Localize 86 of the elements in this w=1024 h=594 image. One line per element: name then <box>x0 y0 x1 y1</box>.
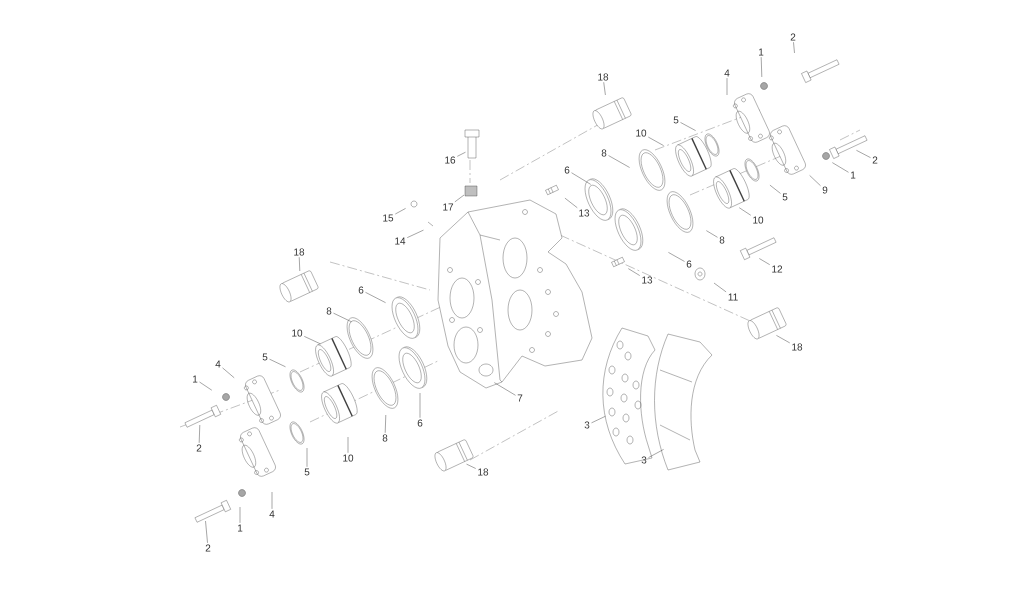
leader-line <box>419 392 421 418</box>
leader-line <box>856 150 871 158</box>
leader-line <box>407 229 424 238</box>
leader-line <box>494 382 516 396</box>
callout-number: 8 <box>326 307 332 315</box>
callout-number: 13 <box>642 276 653 284</box>
callout-number: 7 <box>517 394 523 402</box>
leader-line <box>832 162 849 173</box>
callout-number: 5 <box>262 353 268 361</box>
leader-line <box>466 463 476 469</box>
callout-number: 5 <box>304 468 310 476</box>
callout-number: 13 <box>579 209 590 217</box>
callout-number: 5 <box>673 116 679 124</box>
leader-line <box>304 336 321 345</box>
callout-number: 8 <box>719 236 725 244</box>
leader-line <box>809 175 821 186</box>
leader-line <box>793 41 795 54</box>
callout-number: 17 <box>443 203 454 211</box>
callout-number: 10 <box>292 329 303 337</box>
callout-number: 2 <box>872 156 878 164</box>
callout-number: 15 <box>383 214 394 222</box>
callout-number: 2 <box>196 444 202 452</box>
leader-line <box>347 436 349 453</box>
leader-line <box>384 414 387 433</box>
callout-number: 6 <box>564 166 570 174</box>
callout-number: 18 <box>598 73 609 81</box>
callout-number: 3 <box>584 421 590 429</box>
callout-number: 12 <box>772 265 783 273</box>
leader-line <box>239 506 241 524</box>
callout-number: 1 <box>759 48 764 56</box>
leader-line <box>306 447 308 468</box>
leader-line <box>205 520 208 544</box>
leader-line <box>269 358 286 368</box>
leader-line <box>759 258 770 265</box>
callout-number: 11 <box>728 293 738 301</box>
callout-number: 5 <box>782 193 788 201</box>
callout-number: 4 <box>269 510 275 518</box>
callout-number: 10 <box>753 216 764 224</box>
leader-line <box>776 335 790 344</box>
callout-number: 6 <box>417 419 423 427</box>
callout-number: 16 <box>445 156 456 164</box>
callout-number: 6 <box>358 286 364 294</box>
callout-number: 10 <box>343 454 354 462</box>
leader-line <box>648 136 664 146</box>
callout-number: 4 <box>215 360 221 368</box>
leader-line <box>628 268 640 276</box>
callout-number: 2 <box>205 544 211 552</box>
callout-number: 18 <box>294 248 305 256</box>
leader-line <box>648 449 664 458</box>
callout-number: 1 <box>851 171 856 179</box>
leader-line <box>395 208 406 215</box>
callout-number: 1 <box>193 375 198 383</box>
callout-number: 4 <box>724 69 730 77</box>
leader-line <box>668 252 685 262</box>
leader-line <box>365 292 386 303</box>
leader-line <box>706 230 718 238</box>
leader-line <box>726 77 728 96</box>
leader-line <box>769 184 781 194</box>
callout-number: 18 <box>792 343 803 351</box>
callout-number: 1 <box>238 524 243 532</box>
leader-line <box>591 415 606 424</box>
leader-line <box>333 312 352 323</box>
callout-number: 3 <box>641 456 647 464</box>
leader-line <box>454 194 465 203</box>
callout-number: 14 <box>395 237 406 245</box>
leader-line <box>571 172 591 185</box>
leader-line <box>713 282 727 293</box>
leader-line <box>564 197 578 208</box>
leader-line <box>199 381 213 391</box>
leader-line <box>738 207 751 216</box>
leader-line <box>680 122 696 131</box>
leader-line <box>457 151 466 157</box>
callout-number: 6 <box>686 260 692 268</box>
callout-number: 9 <box>822 186 828 194</box>
leader-line <box>608 155 630 168</box>
callout-number: 8 <box>601 149 607 157</box>
callout-number: 18 <box>478 468 489 476</box>
callout-number: 10 <box>636 129 647 137</box>
leader-line <box>760 56 763 78</box>
leader-line <box>222 367 235 379</box>
leader-line <box>603 82 606 96</box>
leader-line <box>271 491 273 510</box>
leader-line <box>299 257 301 272</box>
callout-number: 8 <box>382 434 388 442</box>
callout-number: 2 <box>790 33 796 41</box>
leader-line <box>198 424 201 444</box>
